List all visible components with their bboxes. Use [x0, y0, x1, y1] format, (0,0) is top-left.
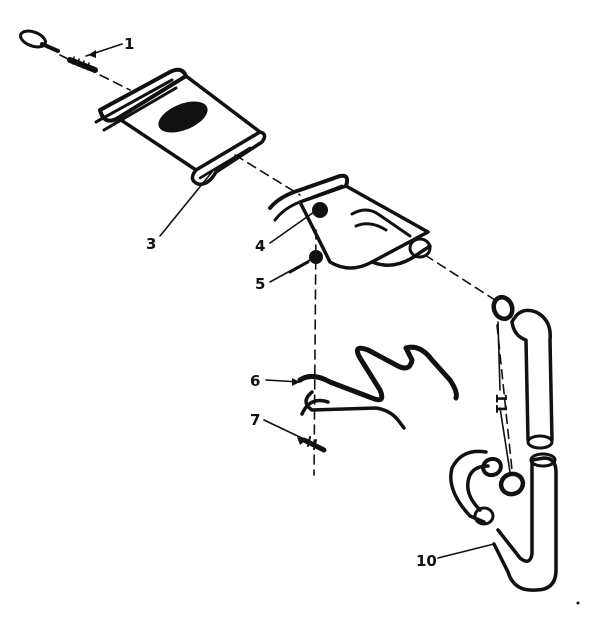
leader-11-a [497, 321, 501, 391]
part-10-inlet-hose [449, 308, 558, 592]
part-1-screw [19, 29, 98, 73]
label-part-4: 4 [255, 237, 265, 255]
label-part-7: 7 [250, 411, 260, 429]
scan-speck [576, 601, 580, 605]
assembly-centerlines [59, 54, 513, 476]
centerline-bracket-to-valve [234, 154, 301, 196]
label-part-6: 6 [250, 372, 260, 390]
leader-3 [159, 171, 213, 237]
centerline-vertical-hardware [313, 229, 317, 476]
label-part-1: 1 [124, 35, 134, 53]
label-part-10: 10 [416, 552, 437, 570]
part-7-screw [301, 436, 327, 453]
leader-5 [269, 259, 311, 283]
label-part-3: 3 [146, 235, 156, 253]
water-valve-body [268, 173, 432, 274]
part-3-mounting-bracket [94, 67, 267, 186]
part-6-wire-harness [297, 344, 459, 430]
leader-7 [263, 419, 307, 441]
leader-lines [85, 43, 511, 559]
leader-arrowheads [88, 50, 306, 445]
leader-11-b [499, 407, 511, 473]
leader-10 [437, 543, 495, 559]
part-11-hose-clamps [481, 294, 526, 497]
part-labels: 1 3 4 5 6 7 10 11 [124, 35, 510, 570]
label-part-5: 5 [255, 275, 265, 293]
leader-4 [269, 211, 315, 244]
centerline-valve-to-clamp [424, 254, 496, 301]
label-part-11: 11 [492, 393, 510, 414]
